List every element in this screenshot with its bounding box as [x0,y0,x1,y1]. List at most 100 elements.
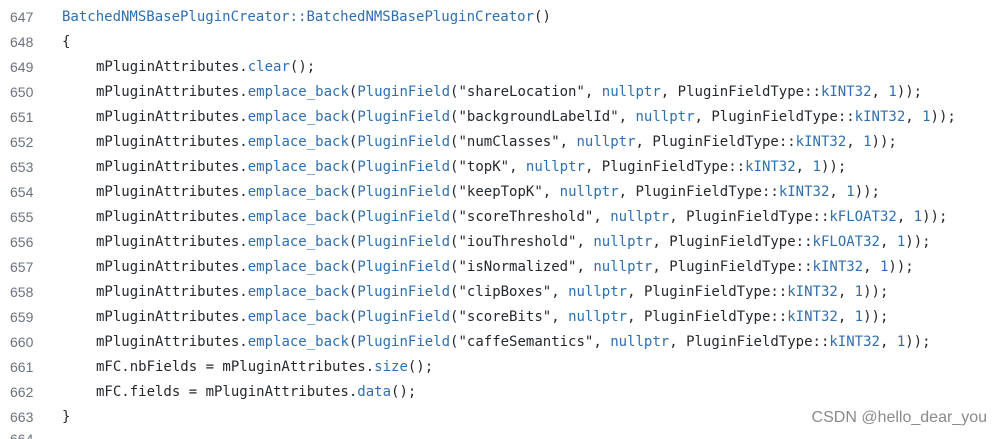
type-namespace: PluginFieldType [635,184,762,200]
type-namespace: PluginFieldType [601,159,729,175]
punctuation: )); [905,234,931,250]
constructor-name: PluginField [357,184,451,200]
parens: () [534,9,551,25]
type-namespace: PluginFieldType [652,134,779,150]
constructor-name: PluginField [357,109,451,125]
constructor-name: PluginField [357,309,451,325]
constructor-name: PluginField [357,209,451,225]
type-namespace: PluginFieldType [669,259,796,275]
number-literal: 1 [854,309,864,325]
method-name: emplace_back [247,334,349,350]
line-number: 663 [10,409,34,425]
function-name: BatchedNMSBasePluginCreator [306,9,535,25]
punctuation: )); [922,209,948,225]
line-number: 659 [10,309,34,325]
string-literal: "numClasses" [458,134,560,150]
string-literal: "shareLocation" [458,84,585,100]
scope-separator: :: [289,9,307,25]
line-number: 658 [10,284,34,300]
keyword: nullptr [568,284,628,300]
code-text: BatchedNMSBasePluginCreator::BatchedNMSB… [62,5,551,30]
keyword: nullptr [559,184,619,200]
number-literal: 1 [846,184,855,200]
code-line-647: 647 BatchedNMSBasePluginCreator::Batched… [0,5,1001,30]
constructor-name: PluginField [357,334,451,350]
method-name: emplace_back [247,184,349,200]
code-text: mPluginAttributes.emplace_back(PluginFie… [96,309,889,325]
code-line-648: 648 { [0,30,1001,55]
keyword: nullptr [568,309,628,325]
assignment-lhs: mFC.fields = mPluginAttributes. [96,384,358,400]
keyword: nullptr [610,334,670,350]
code-text: mPluginAttributes.emplace_back(PluginFie… [96,184,880,200]
line-number: 649 [10,59,34,75]
code-text: mPluginAttributes.clear(); [96,59,316,75]
code-text: mFC.nbFields = mPluginAttributes.size(); [62,355,433,380]
line-number: 664 [10,431,34,439]
keyword: nullptr [610,209,670,225]
punctuation: )); [871,134,897,150]
number-literal: 1 [854,284,864,300]
identifier: mPluginAttributes [96,284,240,300]
line-number: 655 [10,209,34,225]
code-text: mPluginAttributes.emplace_back(PluginFie… [96,334,931,350]
method-name: emplace_back [247,309,349,325]
number-literal: 1 [888,84,897,100]
method-name: emplace_back [247,134,349,150]
code-line-658: 658 mPluginAttributes.emplace_back(Plugin… [0,280,1001,305]
method-name: emplace_back [247,84,349,100]
code-text: mPluginAttributes.emplace_back(PluginFie… [96,159,847,175]
method-name: size [374,359,408,375]
punctuation: )); [820,159,847,175]
type-constant: kINT32 [745,159,796,175]
punctuation: )); [905,334,931,350]
keyword: nullptr [593,259,653,275]
number-literal: 1 [896,234,906,250]
type-constant: kINT32 [795,134,847,150]
number-literal: 1 [913,209,923,225]
line-number: 661 [10,359,34,375]
line-number: 662 [10,384,34,400]
identifier: mPluginAttributes [96,209,240,225]
identifier: mPluginAttributes [96,234,240,250]
type-constant: kINT32 [854,109,906,125]
type-namespace: PluginFieldType [686,334,813,350]
identifier: mPluginAttributes [96,334,240,350]
method-name: emplace_back [247,234,349,250]
line-number: 650 [10,84,34,100]
constructor-name: PluginField [357,159,451,175]
punctuation: )); [930,109,956,125]
code-text: mPluginAttributes.emplace_back(PluginFie… [96,284,889,300]
identifier: mPluginAttributes [96,59,240,75]
keyword: nullptr [576,134,636,150]
type-namespace: PluginFieldType [677,84,805,100]
code-line-661: 661 mFC.nbFields = mPluginAttributes.siz… [0,355,1001,380]
punctuation: (); [407,359,434,375]
identifier: mPluginAttributes [96,309,240,325]
method-name: emplace_back [247,159,349,175]
line-number: 647 [10,9,34,25]
line-number: 656 [10,234,34,250]
code-line-664: 664 [0,430,1001,439]
constructor-name: PluginField [357,134,451,150]
code-line-656: 656 mPluginAttributes.emplace_back(Plugin… [0,230,1001,255]
number-literal: 1 [922,109,931,125]
number-literal: 1 [812,159,821,175]
identifier: mPluginAttributes [96,259,240,275]
type-namespace: PluginFieldType [711,109,838,125]
punctuation: )); [854,184,880,200]
type-constant: kINT32 [787,309,838,325]
type-namespace: PluginFieldType [643,284,771,300]
code-text: mPluginAttributes.emplace_back(PluginFie… [96,234,931,250]
type-constant: kINT32 [787,284,838,300]
code-text: mFC.fields = mPluginAttributes.data(); [62,380,416,405]
type-constant: kFLOAT32 [812,234,880,250]
string-literal: "topK" [458,159,510,175]
